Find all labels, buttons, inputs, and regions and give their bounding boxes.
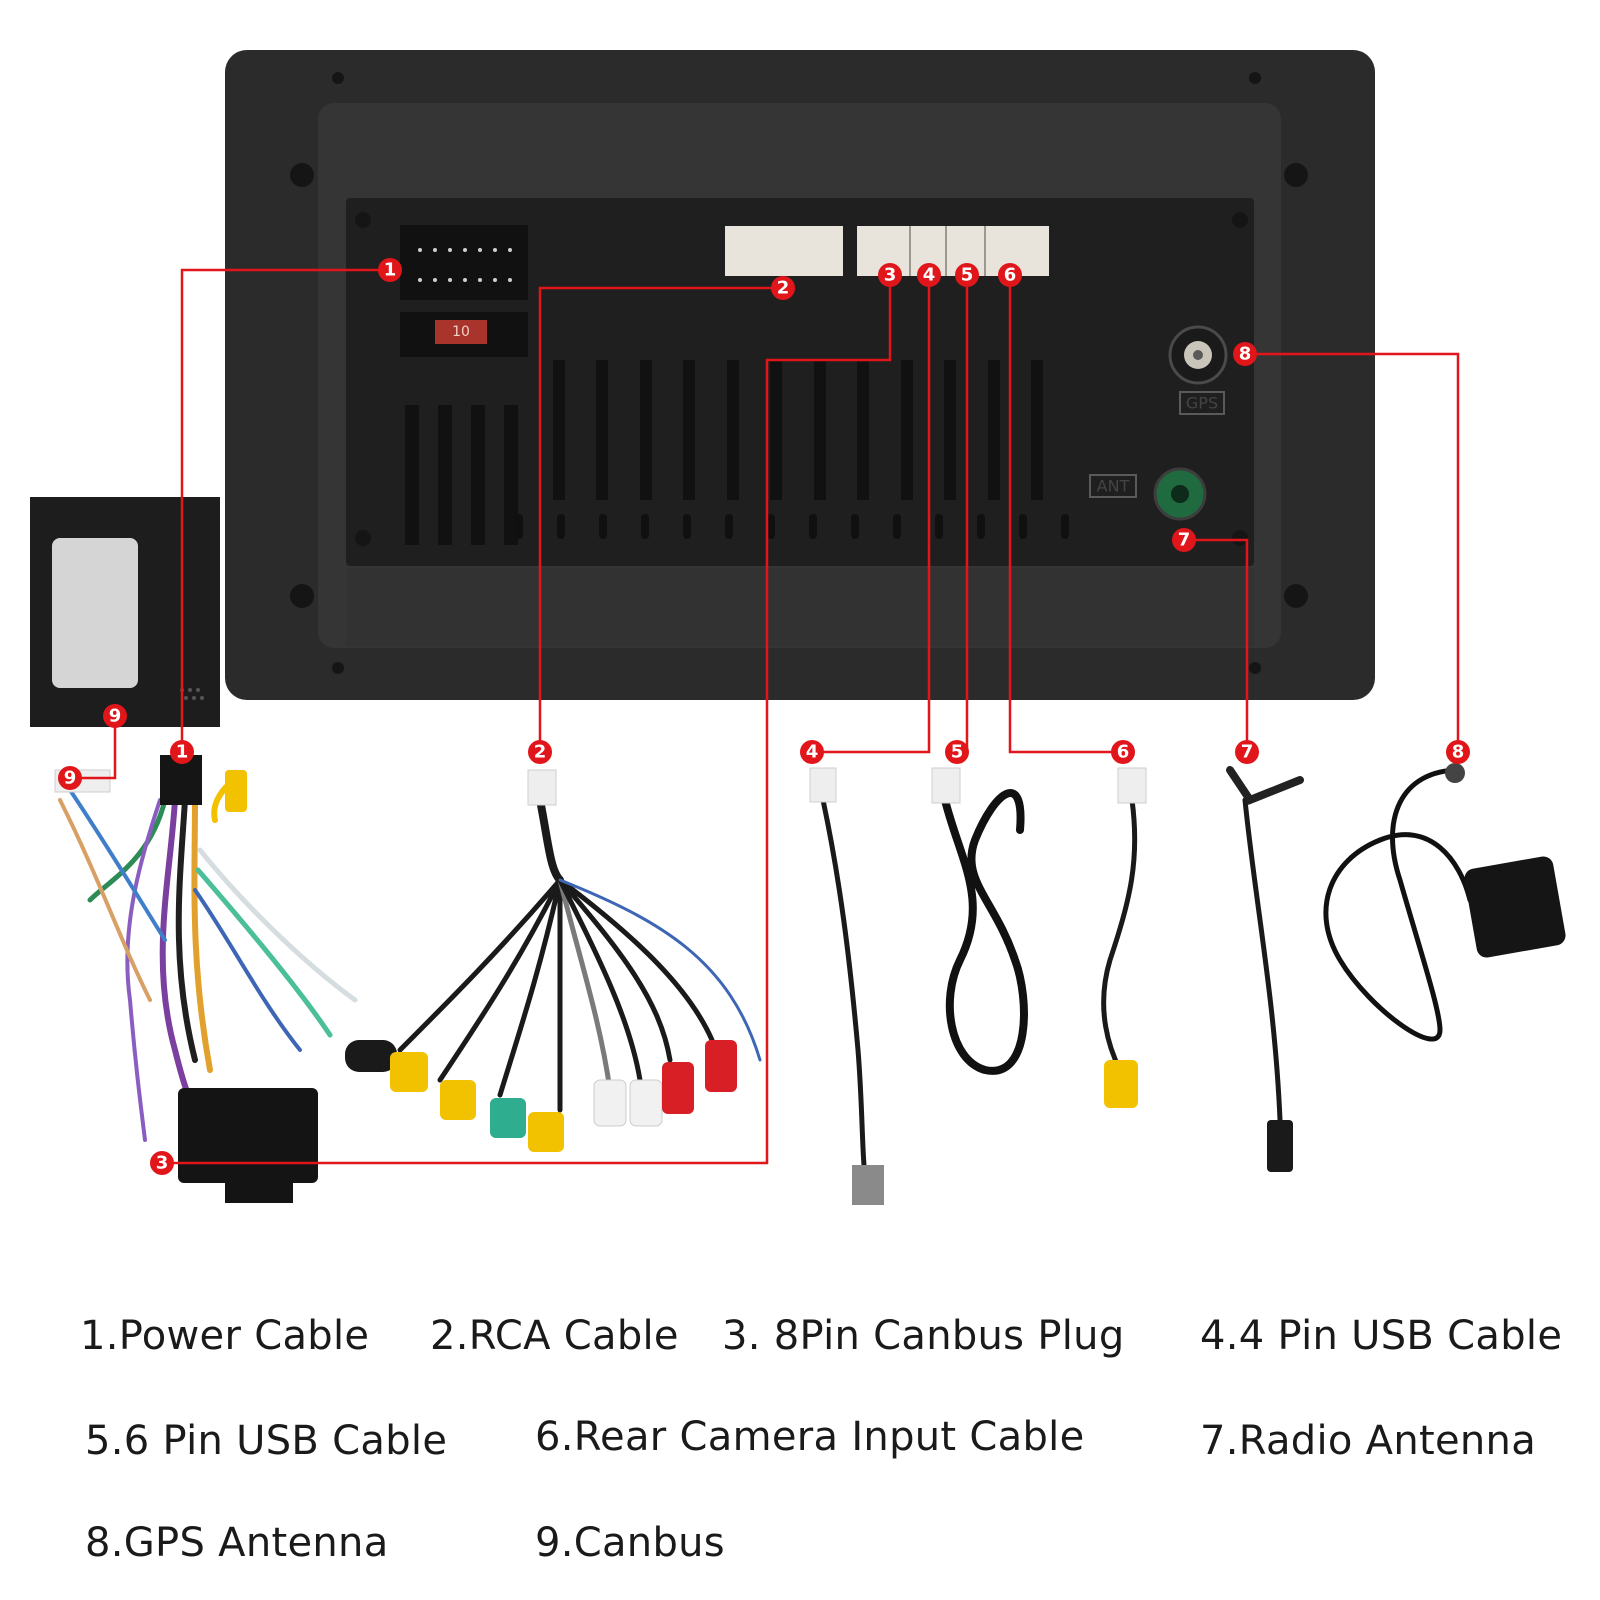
leader-line-3 (162, 275, 892, 1165)
svg-text:4: 4 (923, 265, 936, 286)
marker-5-panel: 5 (955, 263, 979, 287)
marker-3-panel: 3 (878, 263, 902, 287)
radio-antenna (1226, 766, 1304, 1172)
legend-item-canbus-plug: 3. 8Pin Canbus Plug (722, 1313, 1125, 1359)
marker-6-cable: 6 (1111, 740, 1135, 764)
marker-1-cable: 1 (170, 740, 194, 764)
svg-text:6: 6 (1117, 742, 1130, 763)
usb-6pin-cable (931, 767, 1028, 1075)
svg-text:2: 2 (534, 742, 547, 763)
marker-9-box: 9 (103, 704, 127, 728)
gps-antenna (1323, 763, 1566, 1042)
svg-text:4: 4 (806, 742, 819, 763)
legend-item-canbus: 9.Canbus (535, 1520, 725, 1566)
leader-line-9 (70, 716, 117, 780)
number-markers: 1 1 2 2 3 3 4 4 5 5 6 6 7 7 8 8 9 9 (58, 258, 1470, 1175)
leader-line-7 (1184, 538, 1249, 752)
svg-text:9: 9 (109, 706, 122, 727)
marker-9-cable: 9 (58, 766, 82, 790)
marker-2-panel: 2 (771, 276, 795, 300)
leader-line-2 (538, 286, 783, 752)
head-unit-back-panel: 10 GPS (225, 50, 1375, 700)
legend-item-radio-antenna: 7.Radio Antenna (1200, 1418, 1537, 1464)
marker-2-cable: 2 (528, 740, 552, 764)
marker-7-panel: 7 (1172, 528, 1196, 552)
marker-7-cable: 7 (1235, 740, 1259, 764)
svg-text:8: 8 (1452, 742, 1465, 763)
canbus-box (30, 497, 220, 727)
svg-text:2: 2 (777, 278, 790, 299)
legend-item-6pin-usb: 5.6 Pin USB Cable (85, 1418, 448, 1464)
power-cable-harness (54, 755, 358, 1203)
marker-1-panel: 1 (378, 258, 402, 282)
marker-5-cable: 5 (945, 740, 969, 764)
legend-item-power-cable: 1.Power Cable (80, 1313, 370, 1359)
leader-line-8 (1245, 352, 1460, 752)
fuse-label: 10 (452, 324, 470, 340)
legend-item-gps-antenna: 8.GPS Antenna (85, 1520, 389, 1566)
marker-4-cable: 4 (800, 740, 824, 764)
svg-text:1: 1 (176, 742, 189, 763)
legend-item-rca-cable: 2.RCA Cable (430, 1313, 679, 1359)
marker-4-panel: 4 (917, 263, 941, 287)
rear-camera-cable (1101, 767, 1147, 1108)
legend-item-rear-camera: 6.Rear Camera Input Cable (535, 1414, 1085, 1460)
svg-text:7: 7 (1241, 742, 1254, 763)
svg-text:5: 5 (961, 265, 974, 286)
rca-cable-harness (345, 769, 762, 1152)
leader-line-6 (1008, 275, 1123, 754)
svg-text:8: 8 (1239, 344, 1252, 365)
svg-text:1: 1 (384, 260, 397, 281)
svg-text:9: 9 (64, 768, 77, 789)
usb-4pin-cable (809, 767, 884, 1205)
marker-6-panel: 6 (998, 263, 1022, 287)
svg-text:7: 7 (1178, 530, 1191, 551)
leader-line-4 (812, 275, 931, 754)
marker-8-cable: 8 (1446, 740, 1470, 764)
ant-port-label: ANT (1097, 477, 1130, 496)
leader-line-1 (180, 268, 390, 752)
legend-item-4pin-usb: 4.4 Pin USB Cable (1200, 1313, 1563, 1359)
svg-text:5: 5 (951, 742, 964, 763)
marker-8-panel: 8 (1233, 342, 1257, 366)
marker-3-cable: 3 (150, 1151, 174, 1175)
svg-text:3: 3 (156, 1153, 169, 1174)
rca-socket (725, 226, 843, 276)
svg-text:6: 6 (1004, 265, 1017, 286)
svg-text:3: 3 (884, 265, 897, 286)
fuse (435, 320, 487, 344)
gps-port-label: GPS (1186, 394, 1218, 413)
